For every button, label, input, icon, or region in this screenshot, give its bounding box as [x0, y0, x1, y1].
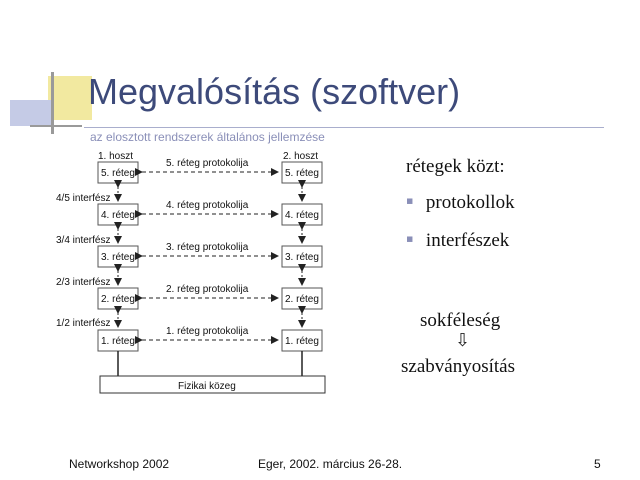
left-layer-3-label: 3. réteg [101, 252, 135, 263]
right-layer-2-label: 2. réteg [285, 294, 319, 305]
page-number: 5 [594, 457, 601, 471]
left-layer-2-label: 2. réteg [101, 294, 135, 305]
protocol-4-label: 4. réteg protokolija [166, 200, 249, 211]
interface-3-4-label: 3/4 interfész [56, 235, 110, 246]
interface-2-3-label: 2/3 interfész [56, 277, 110, 288]
protocol-2-label: 2. réteg protokolija [166, 284, 249, 295]
interface-1-2-label: 1/2 interfész [56, 318, 110, 329]
right-layer-5-label: 5. réteg [285, 168, 319, 179]
bullet-square-icon: ▪ [406, 194, 414, 207]
interface-4-5-label: 4/5 interfész [56, 193, 110, 204]
deco-vertical-line [51, 72, 54, 134]
down-arrow-icon: ⇩ [455, 330, 471, 351]
right-host-label: 2. hoszt [283, 151, 318, 162]
protocol-5-label: 5. réteg protokolija [166, 158, 249, 169]
left-layer-4-label: 4. réteg [101, 210, 135, 221]
slide-subtitle: az elosztott rendszerek általános jellem… [90, 130, 325, 144]
title-divider [84, 127, 604, 128]
bullet-text-protocols: protokollok [425, 192, 515, 213]
right-layer-1-label: 1. réteg [285, 336, 319, 347]
left-layer-1-label: 1. réteg [101, 336, 135, 347]
physical-medium-bar [99, 375, 326, 394]
footer-date: Eger, 2002. március 26-28. [258, 457, 403, 471]
side-heading: rétegek közt: [406, 156, 505, 177]
left-layer-5-label: 5. réteg [101, 168, 135, 179]
bullet-item-protocols: ▪ protokollok [406, 192, 515, 214]
protocol-1-label: 1. réteg protokolija [166, 326, 249, 337]
bullet-text-interfaces: interfészek [425, 230, 510, 251]
right-layer-3-label: 3. réteg [285, 252, 319, 263]
right-layer-4-label: 4. réteg [285, 210, 319, 221]
left-host-label: 1. hoszt [98, 151, 133, 162]
footer-event: Networkshop 2002 [69, 457, 170, 471]
deco-blue-square [10, 100, 52, 126]
physical-medium-label: Fizikai közeg [178, 381, 236, 392]
bullet-item-interfaces: ▪ interfészek [406, 230, 509, 252]
slide-title: Megvalósítás (szoftver) [88, 71, 461, 112]
deco-horizontal-line [30, 125, 82, 127]
standardization-text: szabványosítás [401, 356, 515, 377]
diversity-text: sokféleség [420, 310, 501, 331]
protocol-3-label: 3. réteg protokolija [166, 242, 249, 253]
bullet-square-icon: ▪ [406, 232, 414, 245]
deco-yellow-square [48, 76, 92, 120]
